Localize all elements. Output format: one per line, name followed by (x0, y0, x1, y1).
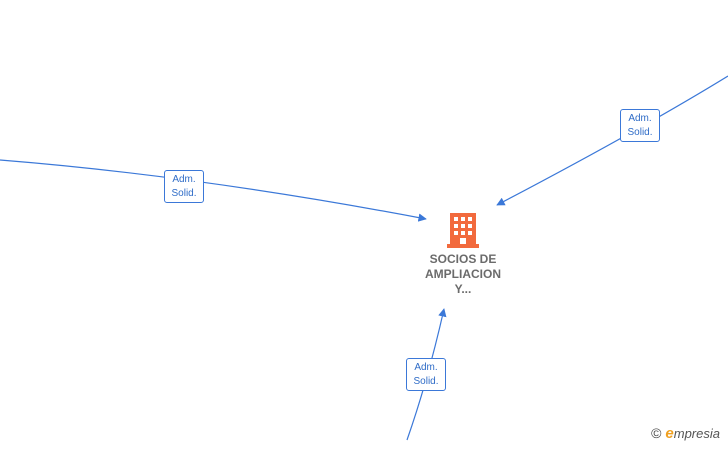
company-name: SOCIOS DE AMPLIACION Y... (425, 252, 501, 296)
brand-logo-e: e (665, 425, 674, 442)
edge-label-line2: Solid. (171, 188, 197, 199)
company-node[interactable]: SOCIOS DE AMPLIACION Y... (405, 212, 521, 297)
edge-label-line2: Solid. (413, 376, 439, 387)
copyright-symbol: © (651, 425, 662, 441)
edge-line-left (0, 159, 427, 222)
edge-label-left[interactable]: Adm. Solid. (164, 170, 204, 203)
edge-label-bottom[interactable]: Adm. Solid. (406, 358, 446, 391)
brand-logo-text: mpresia (673, 426, 720, 441)
empresia-brand[interactable]: ©empresia (651, 425, 720, 442)
edge-label-line1: Adm. (414, 362, 438, 373)
building-icon (447, 213, 479, 248)
edge-label-line1: Adm. (172, 174, 196, 185)
edge-line-top-right (496, 75, 728, 206)
edge-label-line1: Adm. (628, 113, 652, 124)
edge-label-line2: Solid. (627, 127, 653, 138)
edge-label-top-right[interactable]: Adm. Solid. (620, 109, 660, 142)
